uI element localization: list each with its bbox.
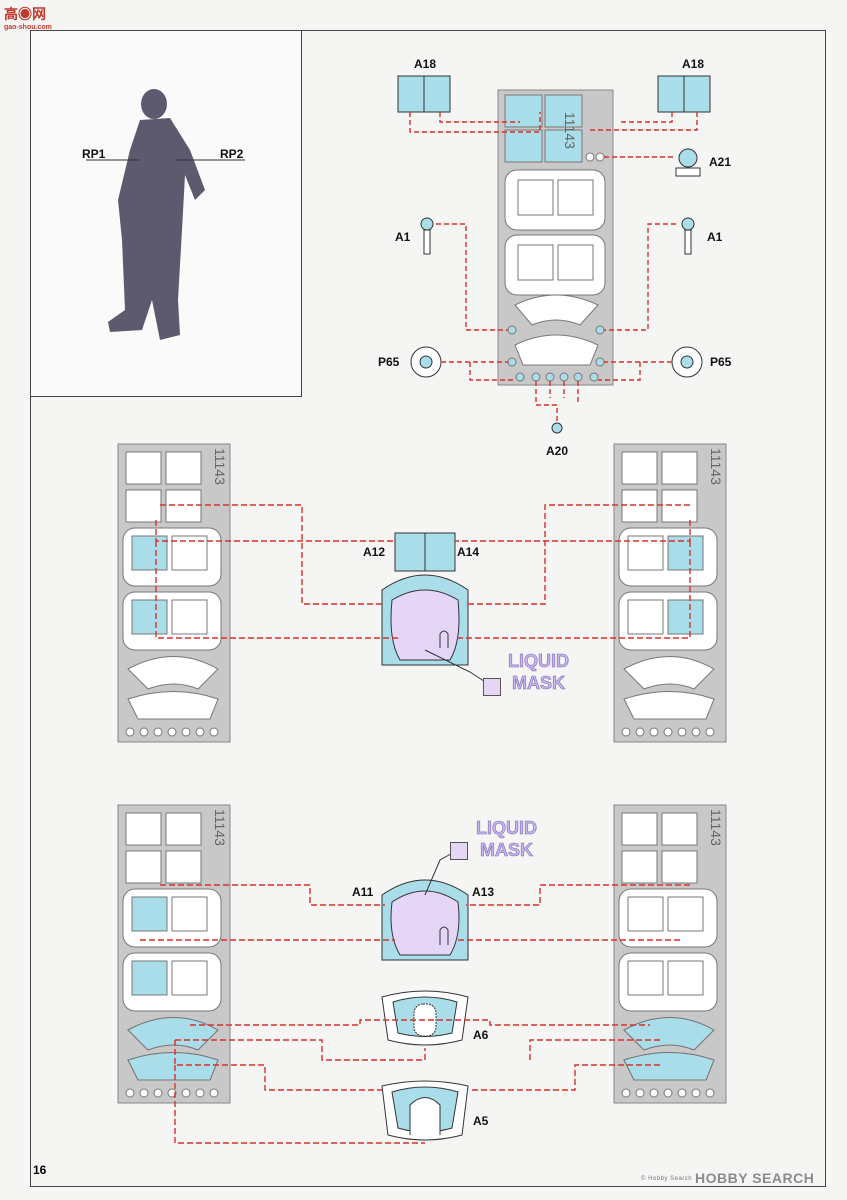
fret-top <box>497 89 614 386</box>
fret-number-mid-right: 11143 <box>708 448 724 485</box>
page-number: 16 <box>33 1163 47 1177</box>
fret-bot-right <box>613 804 727 1104</box>
label-a18-right: A18 <box>682 57 705 71</box>
label-a1-left: A1 <box>395 230 411 244</box>
part-canopy-a11-a13 <box>381 879 469 961</box>
label-a20: A20 <box>546 444 569 458</box>
fret-number-top: 11143 <box>562 112 578 149</box>
leader-lines-top <box>409 112 698 423</box>
label-a5: A5 <box>473 1114 489 1128</box>
leader-lines-mid <box>155 504 691 686</box>
part-a1-left <box>420 217 434 255</box>
part-a1-right <box>681 217 695 255</box>
part-a6 <box>381 990 469 1046</box>
page-frame <box>30 30 826 1187</box>
fret-number-bot-right: 11143 <box>708 809 724 846</box>
label-a21: A21 <box>709 155 732 169</box>
fret-number-mid-left: 11143 <box>212 448 228 485</box>
site-logo: 高◉网 gao-shou.com <box>4 4 52 31</box>
liquid-mask-swatch-2 <box>450 842 468 860</box>
liquid-mask-label-2: LIQUID MASK <box>476 817 538 861</box>
label-a13: A13 <box>472 885 495 899</box>
part-a5 <box>381 1080 469 1141</box>
label-p65-right: P65 <box>710 355 732 369</box>
label-rp1: RP1 <box>82 147 106 161</box>
part-canopy-a12-a14 <box>381 532 469 666</box>
liquid-mask-line2-2: MASK <box>480 840 534 861</box>
label-a18-left: A18 <box>414 57 437 71</box>
pilot-figure <box>108 89 205 340</box>
label-p65-left: P65 <box>378 355 400 369</box>
label-a11: A11 <box>352 885 374 899</box>
part-a21 <box>675 148 701 177</box>
fret-mid-left <box>117 443 231 743</box>
watermark-sub: © Hobby Search <box>641 1176 693 1182</box>
site-logo-text: 高◉网 <box>4 6 46 22</box>
fret-number-bot-left: 11143 <box>212 809 228 846</box>
liquid-mask-swatch <box>483 678 501 696</box>
watermark: © Hobby Search HOBBY SEARCH <box>641 1170 815 1186</box>
leader-lines-bot <box>140 849 690 1144</box>
liquid-mask-line1: LIQUID <box>508 651 570 672</box>
label-rp2: RP2 <box>220 147 244 161</box>
label-a1-right: A1 <box>707 230 723 244</box>
part-a20 <box>551 422 563 434</box>
label-a12: A12 <box>363 545 386 559</box>
liquid-mask-line2: MASK <box>512 673 566 694</box>
liquid-mask-label: LIQUID MASK <box>508 650 570 694</box>
watermark-text: HOBBY SEARCH <box>695 1170 815 1186</box>
label-a14: A14 <box>457 545 480 559</box>
site-logo-url: gao-shou.com <box>4 24 52 31</box>
fret-mid-right <box>613 443 727 743</box>
fret-bot-left <box>117 804 231 1104</box>
label-a6: A6 <box>473 1028 489 1042</box>
liquid-mask-line1-2: LIQUID <box>476 818 538 839</box>
